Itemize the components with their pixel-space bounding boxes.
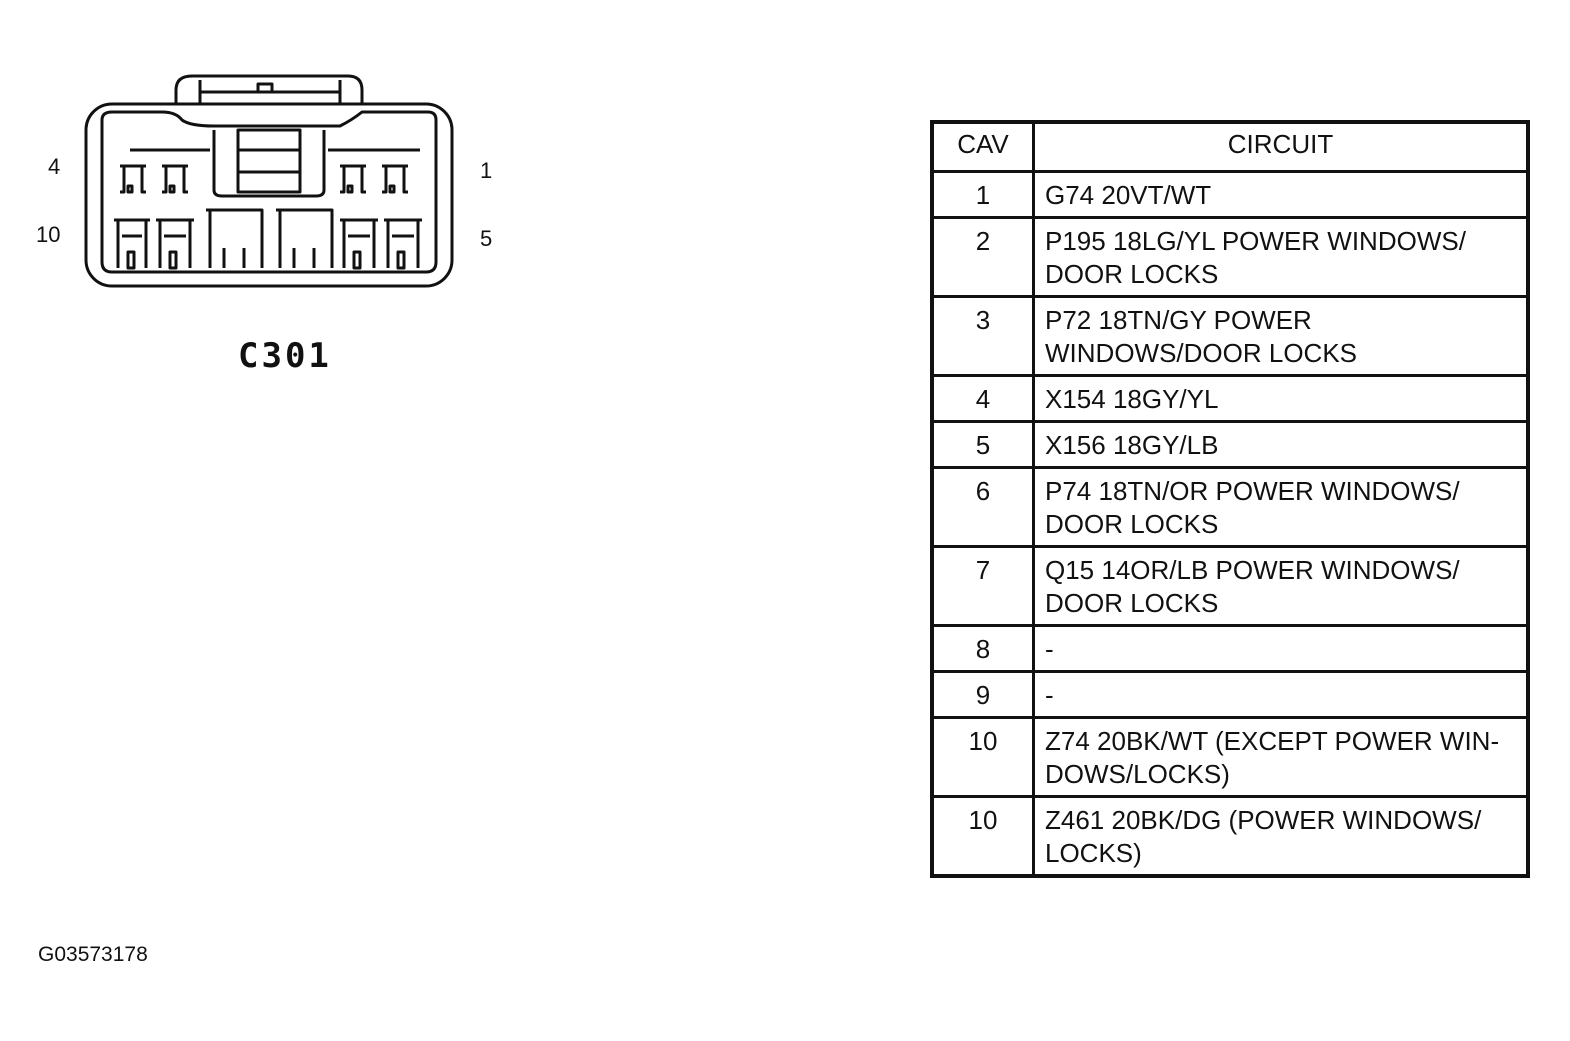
cav-cell: 10 [930, 716, 1035, 798]
circuit-cell: - [1032, 670, 1530, 719]
pin-label-10: 10 [36, 222, 61, 247]
cav-cell: 4 [930, 374, 1035, 423]
pin-label-1: 1 [480, 158, 493, 183]
circuit-cell: P74 18TN/OR POWER WINDOWS/ DOOR LOCKS [1032, 466, 1530, 548]
cavity-circuit-table: CAV CIRCUIT 1 G74 20VT/WT 2 P195 18LG/YL… [930, 120, 1530, 878]
header-circuit: CIRCUIT [1032, 120, 1530, 173]
figure-id: G03573178 [38, 943, 148, 966]
cav-cell: 2 [930, 216, 1035, 298]
cav-cell: 8 [930, 624, 1035, 673]
cav-cell: 5 [930, 420, 1035, 469]
circuit-cell: P72 18TN/GY POWER WINDOWS/DOOR LOCKS [1032, 295, 1530, 377]
cav-cell: 9 [930, 670, 1035, 719]
table-row: 10 Z74 20BK/WT (EXCEPT POWER WIN-DOWS/LO… [930, 716, 1530, 798]
cav-cell: 10 [930, 795, 1035, 878]
circuit-cell: - [1032, 624, 1530, 673]
circuit-cell: G74 20VT/WT [1032, 170, 1530, 219]
cav-cell: 1 [930, 170, 1035, 219]
pin-label-5: 5 [480, 226, 493, 251]
circuit-cell: Q15 14OR/LB POWER WINDOWS/ DOOR LOCKS [1032, 545, 1530, 627]
cav-cell: 3 [930, 295, 1035, 377]
connector-name: C301 [238, 336, 332, 376]
connector-c301-drawing [84, 74, 454, 288]
table-row: 6 P74 18TN/OR POWER WINDOWS/ DOOR LOCKS [930, 466, 1530, 548]
cav-cell: 6 [930, 466, 1035, 548]
circuit-cell: Z74 20BK/WT (EXCEPT POWER WIN-DOWS/LOCKS… [1032, 716, 1530, 798]
table-row: 9 - [930, 670, 1530, 719]
table-row: 10 Z461 20BK/DG (POWER WINDOWS/ LOCKS) [930, 795, 1530, 878]
circuit-cell: P195 18LG/YL POWER WINDOWS/ DOOR LOCKS [1032, 216, 1530, 298]
pin-label-4: 4 [48, 154, 61, 179]
table-row: 5 X156 18GY/LB [930, 420, 1530, 469]
circuit-cell: Z461 20BK/DG (POWER WINDOWS/ LOCKS) [1032, 795, 1530, 878]
cav-cell: 7 [930, 545, 1035, 627]
table-row: 3 P72 18TN/GY POWER WINDOWS/DOOR LOCKS [930, 295, 1530, 377]
table-row: 4 X154 18GY/YL [930, 374, 1530, 423]
table-header-row: CAV CIRCUIT [930, 120, 1530, 173]
header-cav: CAV [930, 120, 1035, 173]
table-row: 2 P195 18LG/YL POWER WINDOWS/ DOOR LOCKS [930, 216, 1530, 298]
circuit-cell: X154 18GY/YL [1032, 374, 1530, 423]
circuit-cell: X156 18GY/LB [1032, 420, 1530, 469]
table-row: 7 Q15 14OR/LB POWER WINDOWS/ DOOR LOCKS [930, 545, 1530, 627]
table-row: 1 G74 20VT/WT [930, 170, 1530, 219]
table-row: 8 - [930, 624, 1530, 673]
